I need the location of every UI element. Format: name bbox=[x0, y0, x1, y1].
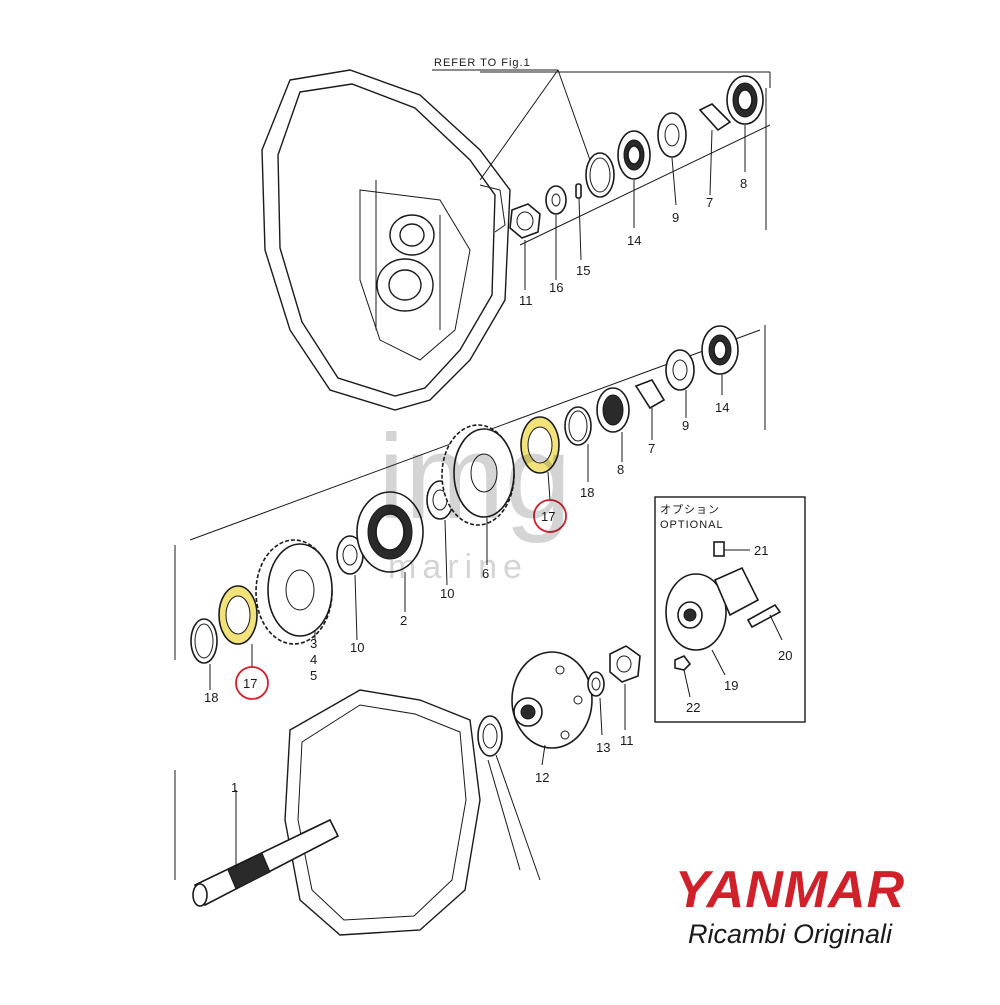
callout-17-left: 17 bbox=[243, 676, 257, 691]
callout-13: 13 bbox=[596, 740, 610, 755]
callout-11-bottom: 11 bbox=[620, 733, 634, 748]
callout-8-mid: 8 bbox=[617, 462, 624, 477]
callout-10-left: 10 bbox=[350, 640, 364, 655]
middle-row-parts bbox=[174, 325, 766, 690]
watermark-text: img bbox=[378, 410, 571, 544]
top-row-parts bbox=[480, 71, 771, 290]
callout-4: 4 bbox=[310, 652, 317, 667]
callout-6: 6 bbox=[482, 566, 489, 581]
brand-tagline: Ricambi Originali bbox=[687, 919, 893, 949]
callout-18-right: 18 bbox=[580, 485, 594, 500]
reference-note: REFER TO Fig.1 bbox=[432, 57, 591, 181]
callout-3: 3 bbox=[310, 636, 317, 651]
callout-9-mid: 9 bbox=[682, 418, 689, 433]
brand-name: YANMAR bbox=[674, 861, 906, 919]
reference-note-text: REFER TO Fig.1 bbox=[434, 57, 531, 69]
callout-17-right: 17 bbox=[541, 509, 555, 524]
callout-14-top: 14 bbox=[627, 233, 641, 248]
callout-10-right: 10 bbox=[440, 586, 454, 601]
callout-8-top: 8 bbox=[740, 176, 747, 191]
callout-7-mid: 7 bbox=[648, 441, 655, 456]
callout-labels: 11 16 15 14 9 7 8 18 3 4 5 10 2 10 6 18 … bbox=[204, 176, 792, 795]
callout-16: 16 bbox=[549, 280, 563, 295]
callout-15: 15 bbox=[576, 263, 590, 278]
callout-18-left: 18 bbox=[204, 690, 218, 705]
optional-kit-box: オプション OPTIONAL bbox=[654, 496, 806, 723]
callout-20: 20 bbox=[778, 648, 792, 663]
callout-21: 21 bbox=[754, 543, 768, 558]
brand-block: YANMAR Ricambi Originali bbox=[640, 862, 940, 950]
callout-9-top: 9 bbox=[672, 210, 679, 225]
callout-14-mid: 14 bbox=[715, 400, 729, 415]
callout-5: 5 bbox=[310, 668, 317, 683]
callout-12: 12 bbox=[535, 770, 549, 785]
callout-19: 19 bbox=[724, 678, 738, 693]
callout-11-top: 11 bbox=[519, 293, 533, 308]
optional-jp-label: オプション bbox=[660, 503, 720, 516]
callout-1: 1 bbox=[231, 780, 238, 795]
housing-cover bbox=[261, 69, 511, 411]
watermark-subtext: marine bbox=[388, 548, 528, 586]
callout-7-top: 7 bbox=[706, 195, 713, 210]
callout-2: 2 bbox=[400, 613, 407, 628]
output-shaft-assembly bbox=[174, 645, 641, 936]
optional-en-label: OPTIONAL bbox=[660, 519, 724, 531]
callout-22: 22 bbox=[686, 700, 700, 715]
watermark-logo: img marine bbox=[378, 410, 571, 586]
